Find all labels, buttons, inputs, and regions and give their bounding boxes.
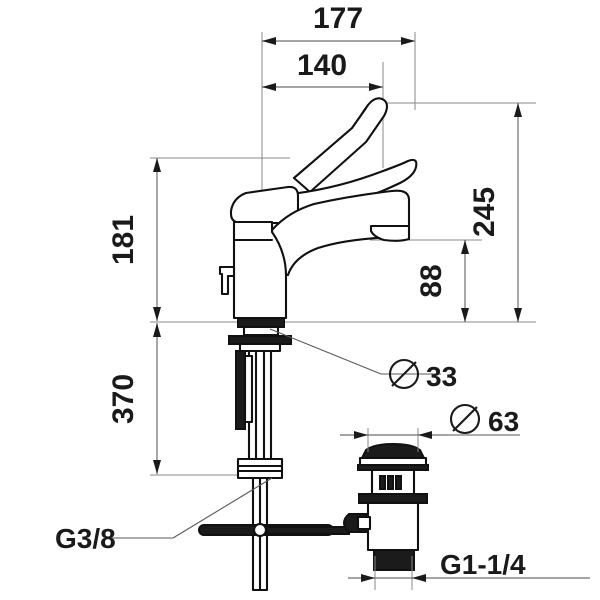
callout-g38-label: G3/8 bbox=[55, 523, 116, 554]
faucet-body-column bbox=[232, 220, 288, 320]
callout-diameter-33: 33 bbox=[269, 328, 457, 392]
lock-nut bbox=[236, 457, 284, 480]
dimension-370: 370 bbox=[107, 323, 161, 474]
body-side-tab bbox=[218, 265, 236, 296]
dimension-177: 177 bbox=[262, 2, 415, 45]
dimension-88-label: 88 bbox=[415, 264, 448, 297]
dimension-245-label: 245 bbox=[468, 187, 501, 237]
pull-rod bbox=[266, 526, 350, 535]
callout-g38: G3/8 bbox=[55, 477, 273, 554]
dimension-177-label: 177 bbox=[313, 2, 363, 35]
callout-diameter-63: 63 bbox=[340, 403, 520, 452]
faucet-assembly bbox=[198, 97, 418, 592]
spout bbox=[270, 189, 411, 277]
dimension-140-label: 140 bbox=[297, 49, 347, 82]
dimension-88: 88 bbox=[415, 240, 469, 322]
callout-g114: G1-1/4 bbox=[348, 549, 590, 590]
mounting-washer bbox=[228, 335, 292, 353]
extension-lines bbox=[150, 32, 536, 476]
popup-waste-assembly bbox=[342, 442, 429, 571]
callout-33-label: 33 bbox=[426, 361, 457, 392]
callout-g114-label: G1-1/4 bbox=[440, 549, 526, 580]
dimension-245: 245 bbox=[468, 103, 522, 322]
dimension-181-label: 181 bbox=[107, 215, 140, 265]
dimension-140: 140 bbox=[262, 49, 383, 91]
lever-raised bbox=[292, 97, 389, 194]
supply-hoses bbox=[235, 350, 254, 430]
dimension-370-label: 370 bbox=[107, 374, 140, 424]
dimension-181: 181 bbox=[107, 158, 161, 321]
callout-63-label: 63 bbox=[488, 406, 519, 437]
